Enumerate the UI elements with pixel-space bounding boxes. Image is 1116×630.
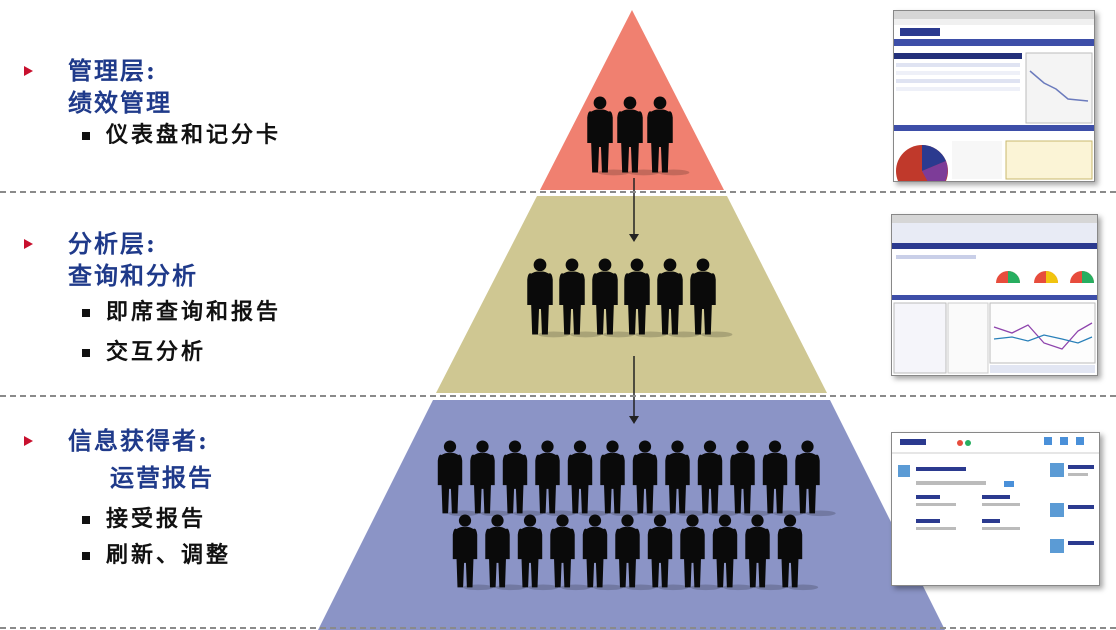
person-silhouette-icon bbox=[624, 258, 667, 338]
dashboard-scorecard-screenshot bbox=[893, 10, 1095, 182]
person-silhouette-icon bbox=[470, 440, 511, 517]
person-silhouette-icon bbox=[452, 514, 494, 591]
person-silhouette-icon bbox=[437, 440, 479, 517]
square-bullet-icon bbox=[82, 552, 90, 560]
tier-subtitle: 查询和分析 bbox=[68, 261, 198, 290]
tier-divider bbox=[0, 627, 1116, 629]
tier-item-label: 仪表盘和记分卡 bbox=[106, 122, 282, 148]
tier-item-label: 接受报告 bbox=[106, 506, 207, 532]
tier-item: 即席查询和报告 bbox=[82, 298, 281, 326]
tier-divider bbox=[0, 191, 1116, 193]
square-bullet-icon bbox=[82, 516, 90, 524]
square-bullet-icon bbox=[82, 309, 90, 317]
person-silhouette-icon bbox=[665, 440, 706, 517]
person-silhouette-icon bbox=[517, 514, 559, 591]
square-bullet-icon bbox=[82, 132, 90, 140]
arrow-down-icon bbox=[629, 356, 639, 424]
square-bullet-icon bbox=[82, 349, 90, 357]
person-silhouette-icon bbox=[615, 514, 656, 591]
person-silhouette-icon bbox=[550, 514, 591, 591]
tier-subtitle: 运营报告 bbox=[110, 463, 214, 492]
person-silhouette-icon bbox=[559, 258, 602, 338]
report-portal-thumbnail-icon bbox=[892, 437, 1099, 553]
bullet-arrow-icon bbox=[24, 239, 33, 249]
person-silhouette-icon bbox=[647, 96, 690, 176]
person-silhouette-icon bbox=[647, 514, 689, 591]
person-silhouette-icon bbox=[485, 514, 526, 591]
tier-title: 管理层: bbox=[68, 56, 157, 85]
tier-item-label: 即席查询和报告 bbox=[106, 299, 282, 325]
person-silhouette-icon bbox=[795, 440, 836, 517]
person-silhouette-icon bbox=[657, 258, 700, 338]
dashboard-thumbnail-icon bbox=[894, 11, 1094, 181]
person-silhouette-icon bbox=[582, 514, 624, 591]
person-silhouette-icon bbox=[690, 258, 733, 338]
person-silhouette-icon bbox=[600, 440, 641, 517]
bullet-arrow-icon bbox=[24, 436, 33, 446]
person-silhouette-icon bbox=[762, 440, 804, 517]
person-silhouette-icon bbox=[680, 514, 721, 591]
tier-divider bbox=[0, 395, 1116, 397]
person-silhouette-icon bbox=[527, 258, 570, 338]
tier-item: 刷新、调整 bbox=[82, 541, 231, 569]
person-silhouette-icon bbox=[592, 258, 635, 338]
tier-title: 信息获得者: bbox=[68, 426, 209, 455]
operational-report-screenshot bbox=[891, 432, 1100, 586]
person-silhouette-icon bbox=[502, 440, 544, 517]
analysis-thumbnail-icon bbox=[892, 215, 1097, 374]
tier-subtitle: 绩效管理 bbox=[68, 88, 172, 117]
bullet-arrow-icon bbox=[24, 66, 33, 76]
person-silhouette-icon bbox=[712, 514, 754, 591]
person-silhouette-icon bbox=[535, 440, 576, 517]
person-silhouette-icon bbox=[697, 440, 739, 517]
person-silhouette-icon bbox=[777, 514, 819, 591]
tier-item: 交互分析 bbox=[82, 338, 206, 366]
tier-item: 接受报告 bbox=[82, 505, 206, 533]
person-silhouette-icon bbox=[617, 96, 660, 176]
query-analysis-screenshot bbox=[891, 214, 1098, 376]
tier-item-label: 刷新、调整 bbox=[106, 542, 232, 568]
tier-item-label: 交互分析 bbox=[106, 339, 207, 365]
tier-item: 仪表盘和记分卡 bbox=[82, 121, 281, 149]
person-silhouette-icon bbox=[587, 96, 630, 176]
arrow-down-icon bbox=[629, 178, 639, 242]
tier-title: 分析层: bbox=[68, 229, 157, 258]
person-silhouette-icon bbox=[730, 440, 771, 517]
person-silhouette-icon bbox=[567, 440, 609, 517]
person-silhouette-icon bbox=[632, 440, 674, 517]
person-silhouette-icon bbox=[745, 514, 786, 591]
